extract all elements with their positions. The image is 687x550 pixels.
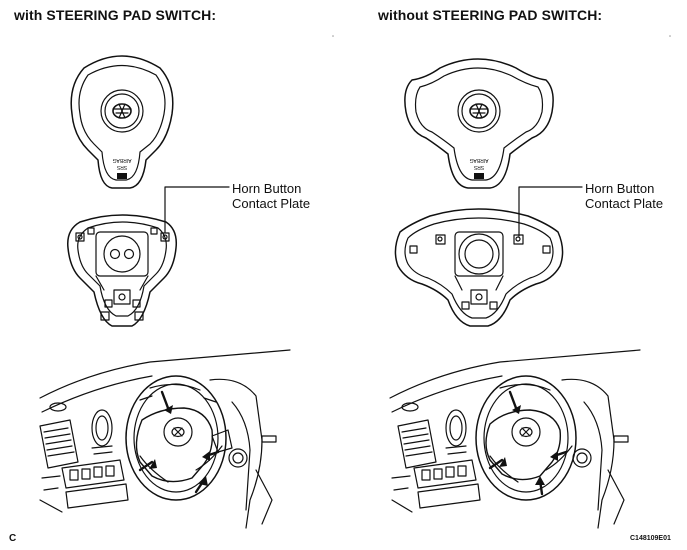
- left-callout-line2: Contact Plate: [232, 196, 311, 211]
- left-arrows: [138, 390, 220, 494]
- right-callout-label: Horn Button Contact Plate: [585, 181, 663, 211]
- right-pad-front: [404, 58, 554, 189]
- left-pad-front: [70, 55, 174, 189]
- left-pad-back: [67, 214, 178, 327]
- left-dashboard-scene: [39, 349, 291, 529]
- left-callout-leader: [164, 186, 230, 233]
- right-callout-leader: [518, 186, 583, 237]
- right-airbag-text-line1: SRS: [473, 164, 484, 170]
- right-pad-back: [394, 208, 564, 327]
- right-airbag-text-line2: AIRBAG: [469, 157, 488, 163]
- left-airbag-text-line1: SRS: [116, 164, 127, 170]
- left-callout-label: Horn Button Contact Plate: [232, 181, 310, 211]
- right-callout-line2: Contact Plate: [585, 196, 664, 211]
- right-heading: without STEERING PAD SWITCH:: [378, 7, 603, 23]
- corner-letter: C: [9, 533, 17, 544]
- right-arrows: [488, 390, 568, 496]
- figure-code: C148109E01: [630, 535, 671, 542]
- left-callout-line1: Horn Button: [232, 181, 302, 196]
- right-callout-line1: Horn Button: [585, 181, 655, 196]
- left-heading: with STEERING PAD SWITCH:: [14, 7, 217, 23]
- left-airbag-text-line2: AIRBAG: [112, 157, 131, 163]
- right-dashboard-scene: [389, 349, 641, 529]
